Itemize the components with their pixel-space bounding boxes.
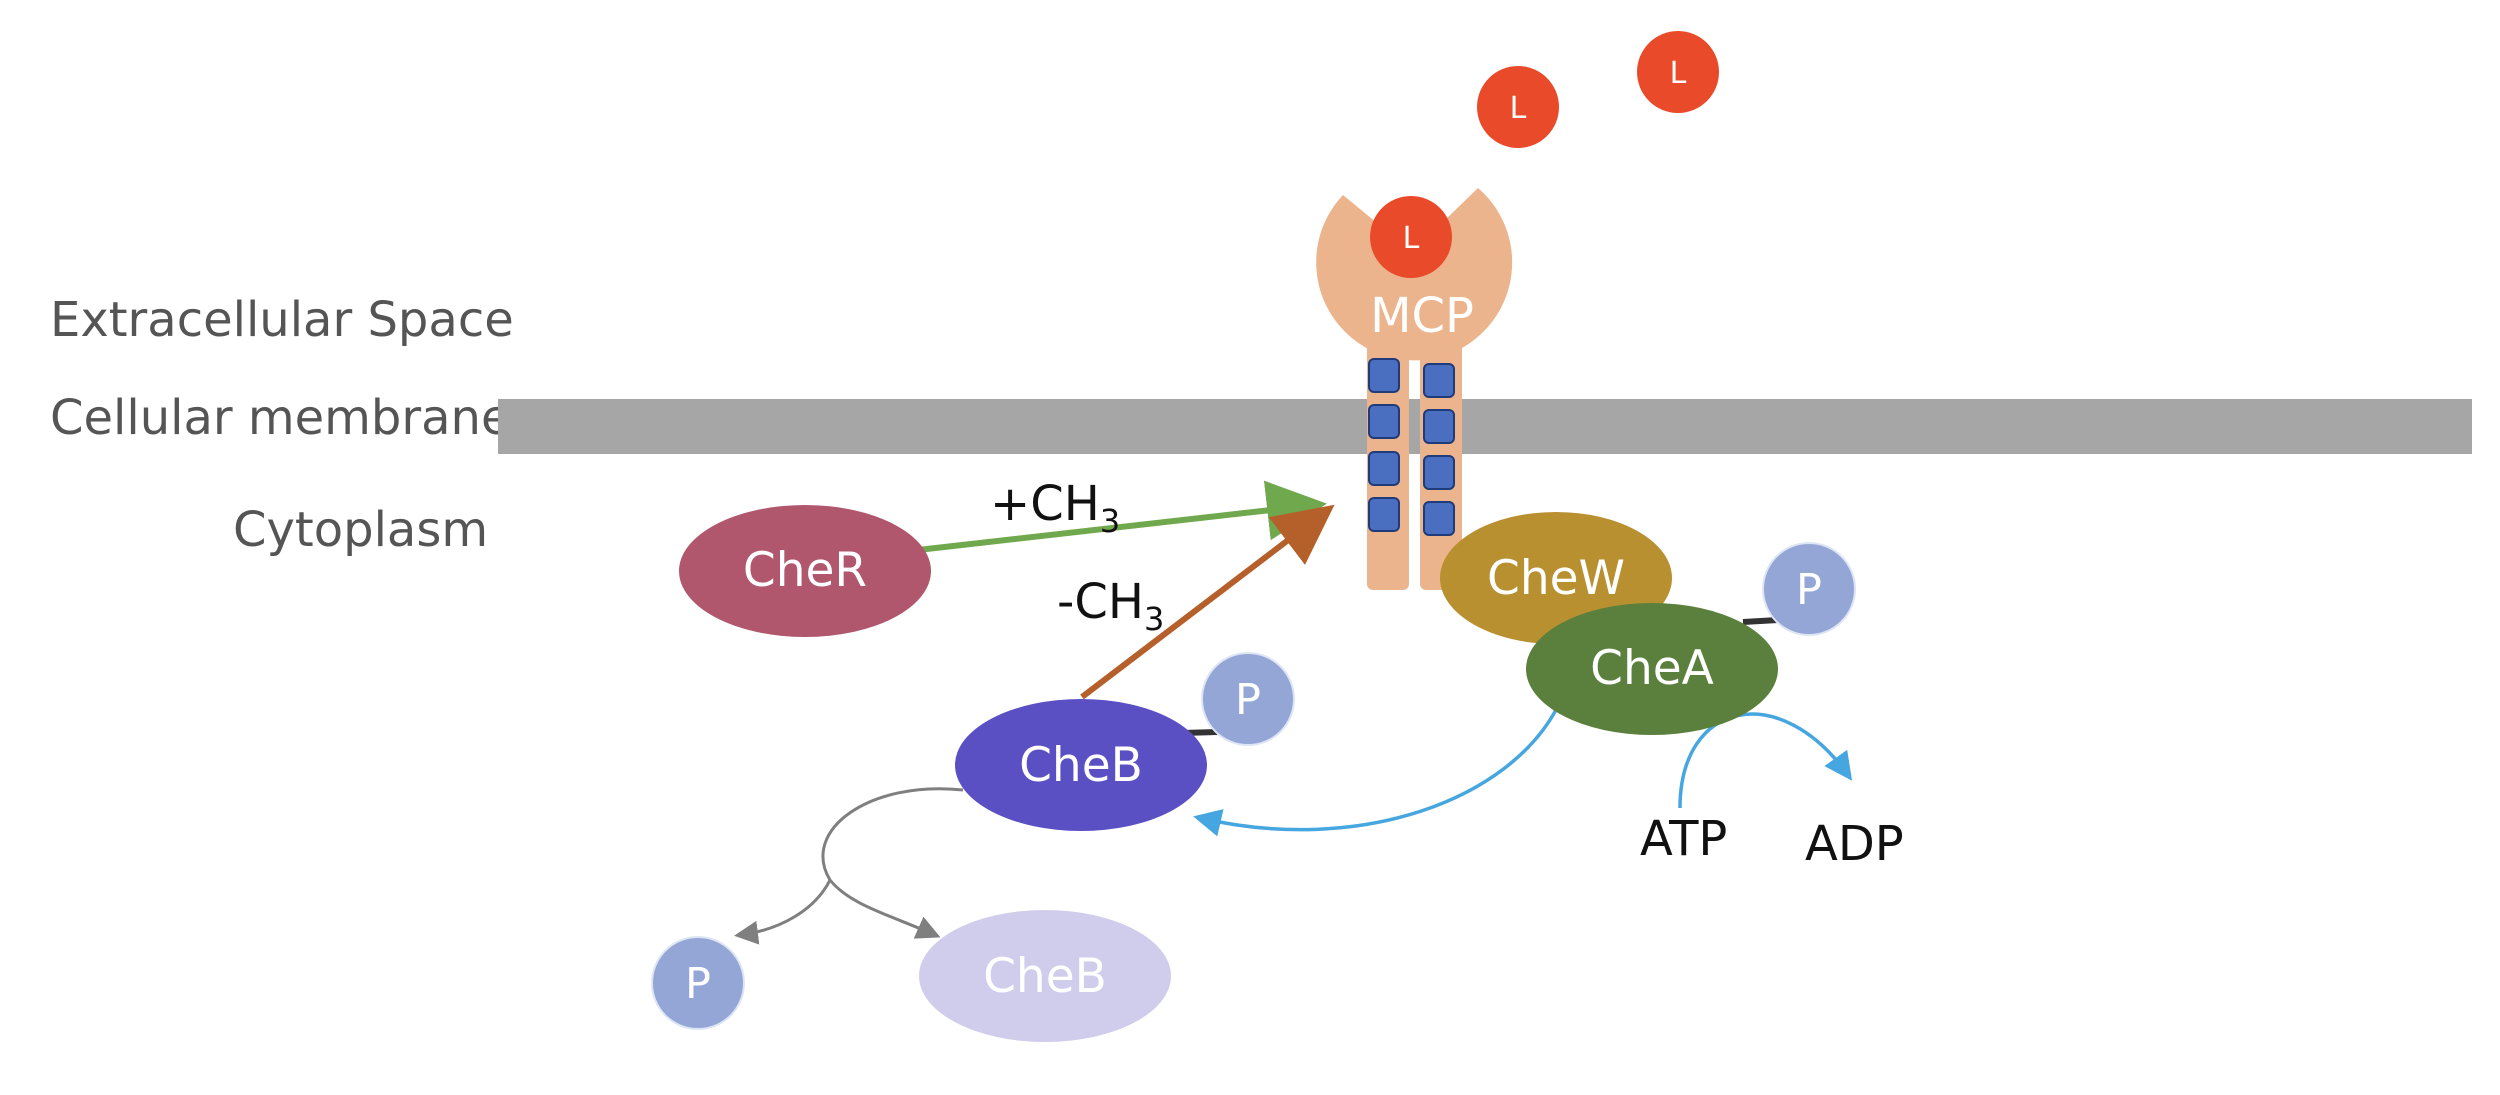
- methylation-site: [1368, 358, 1400, 393]
- phosphate-released: P: [651, 936, 745, 1030]
- cher-protein: CheR: [679, 505, 931, 637]
- cellular-membrane-label: Cellular membrane: [50, 390, 511, 446]
- cher-label: CheR: [743, 543, 867, 598]
- methylation-site: [1423, 501, 1455, 536]
- methylation-site: [1368, 404, 1400, 439]
- methylation-site: [1368, 497, 1400, 532]
- methylation-site: [1423, 409, 1455, 444]
- mcp-label: MCP: [1370, 288, 1474, 344]
- phosphate-on-cheb: P: [1201, 652, 1295, 746]
- chea-phosphate-bond: [1742, 617, 1779, 625]
- mcp-receptor: MCP: [1316, 188, 1513, 590]
- ligand-free-label: L: [1670, 56, 1687, 91]
- phosphate-label: P: [1235, 675, 1261, 725]
- ligand-free: L: [1637, 31, 1719, 113]
- methylation-subscript: 3: [1100, 502, 1120, 540]
- ligand-bound-label: L: [1403, 221, 1420, 256]
- chew-protein: CheW: [1440, 512, 1672, 644]
- demethylation-group: -CH: [1057, 574, 1144, 630]
- methylation-site: [1423, 455, 1455, 490]
- cheb-released-label: CheB: [983, 949, 1107, 1004]
- demethylation-arrow: [1080, 504, 1335, 700]
- cheb-release-arrow: [821, 787, 964, 939]
- adp-label: ADP: [1805, 816, 1904, 872]
- phosphate-label: P: [1796, 565, 1822, 615]
- phosphate-label: P: [685, 959, 711, 1009]
- chew-label: CheW: [1487, 551, 1625, 606]
- atp-label: ATP: [1640, 811, 1727, 867]
- demethylation-label: -CH3: [1057, 574, 1164, 638]
- cheb-protein: CheB: [955, 699, 1207, 831]
- methylation-site: [1368, 451, 1400, 486]
- chea-protein: CheA: [1526, 603, 1778, 735]
- methylation-arrow: [917, 480, 1327, 553]
- cheb-released-protein: CheB: [919, 910, 1171, 1042]
- ligand-free: L: [1477, 66, 1559, 148]
- phosphotransfer-arrow: [1193, 705, 1560, 837]
- phosphate-on-chea: P: [1762, 542, 1856, 636]
- cheb-label: CheB: [1019, 738, 1143, 793]
- methylation-site: [1423, 363, 1455, 398]
- methylation-group: +CH: [990, 476, 1100, 532]
- phosphate-release-arrow: [734, 879, 832, 945]
- cell-membrane: [498, 399, 2472, 454]
- ligand-free-label: L: [1510, 91, 1527, 126]
- demethylation-subscript: 3: [1144, 600, 1164, 638]
- chea-label: CheA: [1590, 641, 1714, 696]
- ligand-bound: L: [1370, 196, 1452, 278]
- methylation-label: +CH3: [990, 476, 1120, 540]
- extracellular-space-label: Extracellular Space: [50, 292, 514, 348]
- cytoplasm-label: Cytoplasm: [233, 502, 488, 558]
